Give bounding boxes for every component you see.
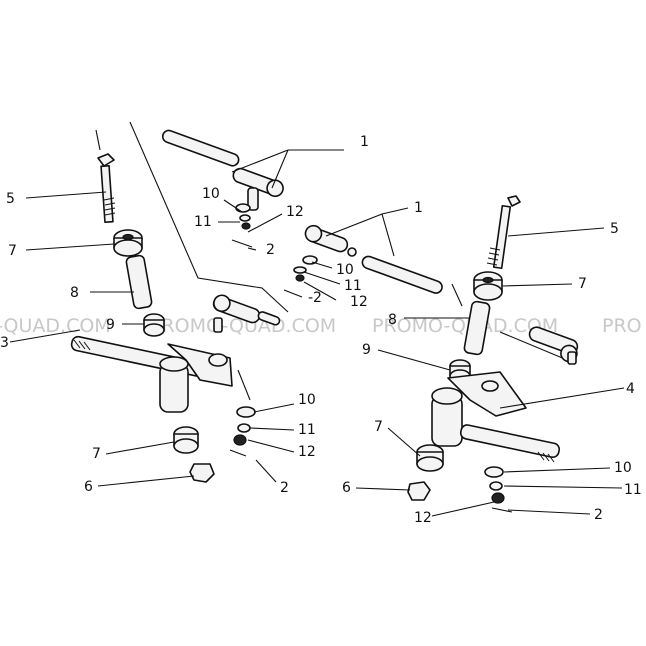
callout-3-left: 3	[0, 335, 9, 351]
callout-12-right: 12	[414, 510, 432, 526]
callout-2-top: 2	[266, 242, 275, 258]
watermark-center-right: PROMO-QUAD.COM	[372, 315, 558, 337]
callout-5-left: 5	[6, 191, 15, 207]
callout-5-right: 5	[610, 221, 619, 237]
callout-7-left-top: 7	[8, 243, 17, 259]
callout-4-right: 4	[626, 381, 635, 397]
leader-lines	[9, 149, 625, 517]
callout-11-right: 11	[624, 482, 642, 498]
callout-7-left-bottom: 7	[92, 446, 101, 462]
callout-10-left: 10	[298, 392, 316, 408]
tie-rod-middle	[283, 224, 443, 298]
callout-9-left: 9	[106, 317, 115, 333]
callout-9-right: 9	[362, 342, 371, 358]
callout-2-left: 2	[280, 480, 289, 496]
callout-6-left: 6	[84, 479, 93, 495]
tie-rod-end-right	[528, 326, 579, 365]
callout-1-top: 1	[360, 134, 369, 150]
callout-12-mid: 12	[350, 294, 368, 310]
callout-10-mid: 10	[336, 262, 354, 278]
callout-11-top: 11	[194, 214, 212, 230]
callout-7-right-bottom: 7	[374, 419, 383, 435]
callout-11-left: 11	[298, 422, 316, 438]
callout-2-right: 2	[594, 507, 603, 523]
steering-column-right	[407, 195, 561, 513]
tie-rod-top	[161, 129, 284, 248]
watermark-center-left: PROMO-QUAD.COM	[150, 315, 336, 337]
callout-7-right-top: 7	[578, 276, 587, 292]
callout-6-right: 6	[342, 480, 351, 496]
watermark: -QUAD.COM PROMO-QUAD.COM PROMO-QUAD.COM …	[0, 315, 642, 337]
callout-10-right: 10	[614, 460, 632, 476]
callout-12-top: 12	[286, 204, 304, 220]
callout-1-mid: 1	[414, 200, 423, 216]
steering-column-left	[70, 153, 256, 483]
tie-rod-end-left-mid	[212, 294, 281, 333]
callout-2-mid: -2	[308, 290, 322, 306]
watermark-left: -QUAD.COM	[0, 315, 111, 337]
callout-labels: 1 10 11 12 2 1 10 11 -2 12 5 7 8 9 3 10 …	[0, 134, 642, 526]
callout-10-top: 10	[202, 186, 220, 202]
callout-8-right: 8	[388, 312, 397, 328]
watermark-right: PRO	[602, 315, 642, 337]
callout-12-left: 12	[298, 444, 316, 460]
callout-8-left: 8	[70, 285, 79, 301]
callout-11-mid: 11	[344, 278, 362, 294]
